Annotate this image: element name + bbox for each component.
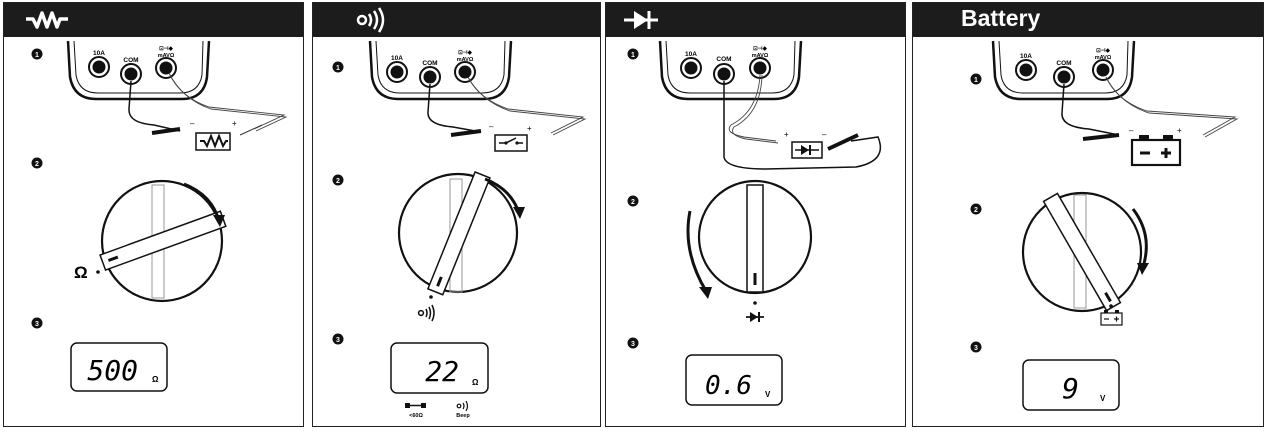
continuity-beep-icon bbox=[356, 7, 385, 33]
closed-circuit-icon bbox=[405, 403, 426, 408]
step-badge bbox=[31, 48, 43, 60]
svg-text:1: 1 bbox=[336, 65, 340, 72]
svg-text:+: + bbox=[527, 124, 532, 133]
step-badge bbox=[332, 174, 344, 186]
step-badge bbox=[970, 73, 982, 85]
continuity-position-icon bbox=[417, 304, 435, 322]
panel-battery: Battery 1 2 3 10A COM ⊡⊣◆ mAVΩ – + bbox=[912, 2, 1264, 427]
step-badge bbox=[970, 203, 982, 215]
panel-resistance: 1 2 3 10A COM ⊡⊣◆ mAVΩ – + bbox=[3, 2, 304, 427]
svg-text:⊡⊣◆: ⊡⊣◆ bbox=[458, 49, 472, 56]
step-badge bbox=[970, 341, 982, 353]
svg-text:2: 2 bbox=[631, 199, 635, 206]
beep-icon bbox=[456, 400, 469, 412]
svg-text:–: – bbox=[1129, 126, 1134, 135]
measurement-diagram: 1 2 3 10A COM ⊡⊣◆ mAVΩ – + bbox=[332, 40, 587, 419]
panel-diode: 1 2 3 10A COM ⊡⊣◆ mAVΩ + – bbox=[605, 2, 906, 427]
resistor-icon bbox=[195, 132, 231, 151]
rotary-dial bbox=[1021, 191, 1149, 313]
svg-text:1: 1 bbox=[35, 52, 39, 59]
meter-jacks: 10A COM ⊡⊣◆ mAVΩ bbox=[991, 40, 1136, 101]
panel-header bbox=[4, 3, 303, 37]
svg-text:⊡⊣◆: ⊡⊣◆ bbox=[1096, 47, 1110, 54]
panel-continuity: 1 2 3 10A COM ⊡⊣◆ mAVΩ – + bbox=[312, 2, 601, 427]
diode-position-icon bbox=[746, 312, 764, 322]
step-badge bbox=[627, 337, 639, 349]
beep-label: Beep bbox=[456, 413, 470, 419]
lcd-display: 22 Ω bbox=[390, 342, 489, 394]
svg-text:⊡⊣◆: ⊡⊣◆ bbox=[159, 45, 173, 52]
svg-text:0.6: 0.6 bbox=[705, 371, 752, 401]
svg-text:COM: COM bbox=[422, 60, 437, 67]
panel-header bbox=[606, 3, 905, 37]
step-badge bbox=[332, 61, 344, 73]
svg-text:+: + bbox=[232, 119, 237, 128]
svg-text:–: – bbox=[190, 119, 195, 128]
switch-icon bbox=[494, 134, 528, 152]
lcd-display: 0.6 V bbox=[685, 354, 783, 406]
svg-text:1: 1 bbox=[974, 77, 978, 84]
svg-text:9: 9 bbox=[1062, 372, 1079, 405]
svg-text:3: 3 bbox=[631, 341, 635, 348]
svg-text:1: 1 bbox=[631, 52, 635, 59]
rotary-dial bbox=[99, 179, 227, 303]
svg-text:10A: 10A bbox=[1020, 53, 1032, 60]
lcd-display: 500 Ω bbox=[70, 342, 168, 392]
svg-text:mAVΩ: mAVΩ bbox=[158, 53, 175, 59]
svg-text:⊡⊣◆: ⊡⊣◆ bbox=[753, 45, 767, 52]
svg-text:3: 3 bbox=[336, 337, 340, 344]
svg-text:3: 3 bbox=[35, 321, 39, 328]
diode-icon bbox=[791, 141, 823, 159]
svg-text:3: 3 bbox=[974, 345, 978, 352]
svg-text:mAVΩ: mAVΩ bbox=[1095, 55, 1112, 61]
svg-text:COM: COM bbox=[123, 57, 138, 64]
battery-icon bbox=[1130, 135, 1182, 167]
svg-text:V: V bbox=[765, 390, 771, 399]
step-badge bbox=[31, 157, 43, 169]
resistance-zigzag-icon bbox=[26, 11, 68, 29]
svg-text:Ω: Ω bbox=[472, 378, 479, 387]
svg-text:10A: 10A bbox=[685, 51, 697, 58]
svg-text:COM: COM bbox=[716, 56, 731, 63]
step-badge bbox=[332, 333, 344, 345]
rotary-dial bbox=[397, 170, 525, 296]
svg-text:2: 2 bbox=[336, 178, 340, 185]
svg-text:Ω: Ω bbox=[152, 375, 159, 384]
svg-text:COM: COM bbox=[1056, 60, 1071, 67]
step-badge bbox=[627, 48, 639, 60]
svg-text:–: – bbox=[489, 122, 494, 131]
step-badge bbox=[31, 317, 43, 329]
svg-text:+: + bbox=[1177, 126, 1182, 135]
dial-position-label: Ω bbox=[74, 263, 88, 282]
panel-title: Battery bbox=[961, 5, 1041, 31]
svg-text:+: + bbox=[784, 130, 789, 139]
svg-text:–: – bbox=[822, 130, 827, 139]
svg-text:mAVΩ: mAVΩ bbox=[457, 57, 474, 63]
meter-jacks: 10A COM ⊡⊣◆ mAVΩ bbox=[66, 40, 211, 101]
svg-text:mAVΩ: mAVΩ bbox=[752, 53, 769, 59]
meter-jacks: 10A COM ⊡⊣◆ mAVΩ bbox=[368, 40, 513, 101]
svg-text:500: 500 bbox=[87, 354, 138, 387]
diode-icon bbox=[624, 11, 658, 29]
svg-text:10A: 10A bbox=[391, 55, 403, 62]
rotary-dial bbox=[686, 179, 813, 299]
svg-text:2: 2 bbox=[974, 207, 978, 214]
lcd-display: 9 V bbox=[1022, 359, 1120, 411]
svg-text:V: V bbox=[1100, 394, 1106, 403]
measurement-diagram: 1 2 3 10A COM ⊡⊣◆ mAVΩ + – bbox=[627, 40, 882, 406]
svg-text:22: 22 bbox=[425, 355, 459, 388]
battery-position-icon bbox=[1100, 310, 1123, 326]
panel-header bbox=[313, 3, 600, 37]
continuity-threshold-label: <60Ω bbox=[409, 413, 423, 419]
panel-header: Battery bbox=[913, 3, 1263, 37]
svg-text:2: 2 bbox=[35, 161, 39, 168]
meter-jacks: 10A COM ⊡⊣◆ mAVΩ bbox=[658, 40, 803, 101]
measurement-diagram: 1 2 3 10A COM ⊡⊣◆ mAVΩ – + bbox=[970, 40, 1239, 411]
svg-text:10A: 10A bbox=[93, 50, 105, 57]
measurement-diagram: 1 2 3 10A COM ⊡⊣◆ mAVΩ – + bbox=[31, 40, 288, 392]
step-badge bbox=[627, 195, 639, 207]
